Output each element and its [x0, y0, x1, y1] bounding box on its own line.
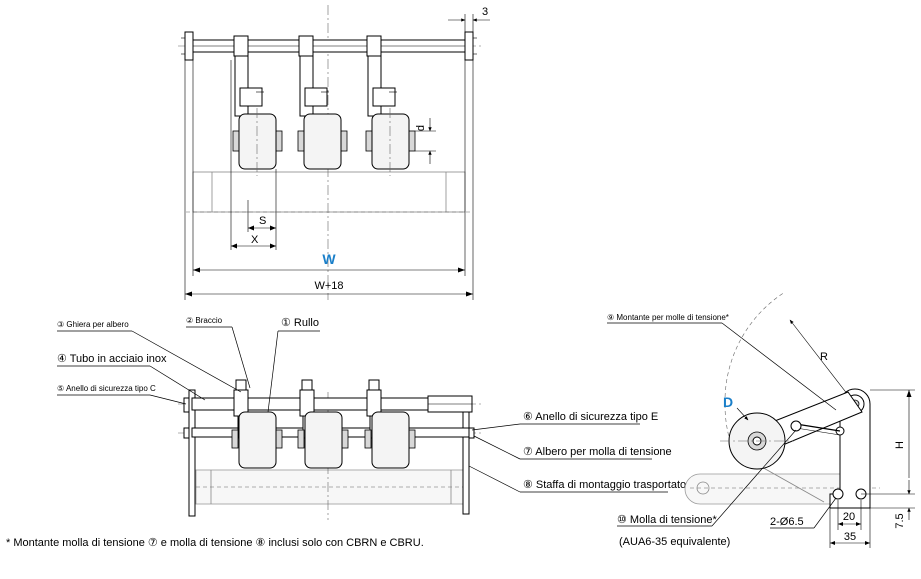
top-dim-d: d — [415, 125, 427, 131]
front-roller-unit-1 — [231, 379, 283, 469]
top-dim-S: S — [259, 215, 266, 227]
front-view: ③ Ghiera per albero ② Braccio ① Rullo ④ … — [57, 316, 696, 520]
callout-albero-molla: ⑦ Albero per molla di tensione — [523, 446, 672, 458]
side-dim-D: D — [723, 394, 733, 410]
side-view: R D ⑨ Montante per molle di tensione* — [607, 291, 915, 548]
top-roller-unit-1 — [232, 35, 283, 176]
top-roller-unit-3 — [365, 35, 416, 176]
callout-tubo: ④ Tubo in acciaio inox — [57, 353, 167, 365]
front-bracket-left — [188, 389, 196, 517]
top-shaft-left-end — [184, 31, 194, 61]
side-dim-holes: 2-Ø6.5 — [770, 516, 804, 528]
side-montante-label: ⑨ Montante per molle di tensione* — [607, 313, 729, 322]
side-molla-label: ⑩ Molla di tensione* — [617, 514, 717, 526]
top-dim-W: W — [322, 251, 336, 267]
top-roller-unit-2 — [297, 35, 348, 170]
top-dim-X: X — [251, 234, 259, 246]
top-conveyor-outline — [192, 171, 466, 213]
front-roller-unit-2 — [297, 379, 349, 469]
side-conveyor-ghost — [684, 473, 869, 505]
top-dim-W18: W+18 — [314, 280, 343, 292]
side-dim-35: 35 — [844, 531, 856, 543]
side-dim-R: R — [820, 351, 828, 363]
top-shaft-right-end — [464, 31, 474, 61]
footnote: * Montante molla di tensione ⑦ e molla d… — [6, 537, 424, 549]
callout-anello-c: ⑤ Anello di sicurezza tipo C — [57, 384, 156, 393]
callout-anello-e: ⑥ Anello di sicurezza tipo E — [523, 411, 658, 423]
side-spring — [795, 423, 841, 432]
callout-rullo: ① Rullo — [281, 317, 319, 329]
callout-ghiera: ③ Ghiera per albero — [57, 320, 129, 329]
top-view: d 3 S X W W+18 — [178, 5, 490, 300]
front-roller-unit-3 — [364, 379, 416, 469]
side-dim-H: H — [894, 441, 906, 449]
top-dim-3: 3 — [482, 6, 488, 18]
side-dim-20: 20 — [843, 511, 855, 523]
front-bracket-right — [462, 397, 470, 515]
side-molla-note: (AUA6-35 equivalente) — [619, 536, 730, 548]
callout-staffa: ⑧ Staffa di montaggio trasportatore — [523, 479, 696, 491]
callout-braccio: ② Braccio — [186, 316, 223, 325]
side-radius-arc — [724, 291, 786, 405]
side-dim-7-5: 7.5 — [894, 513, 906, 528]
